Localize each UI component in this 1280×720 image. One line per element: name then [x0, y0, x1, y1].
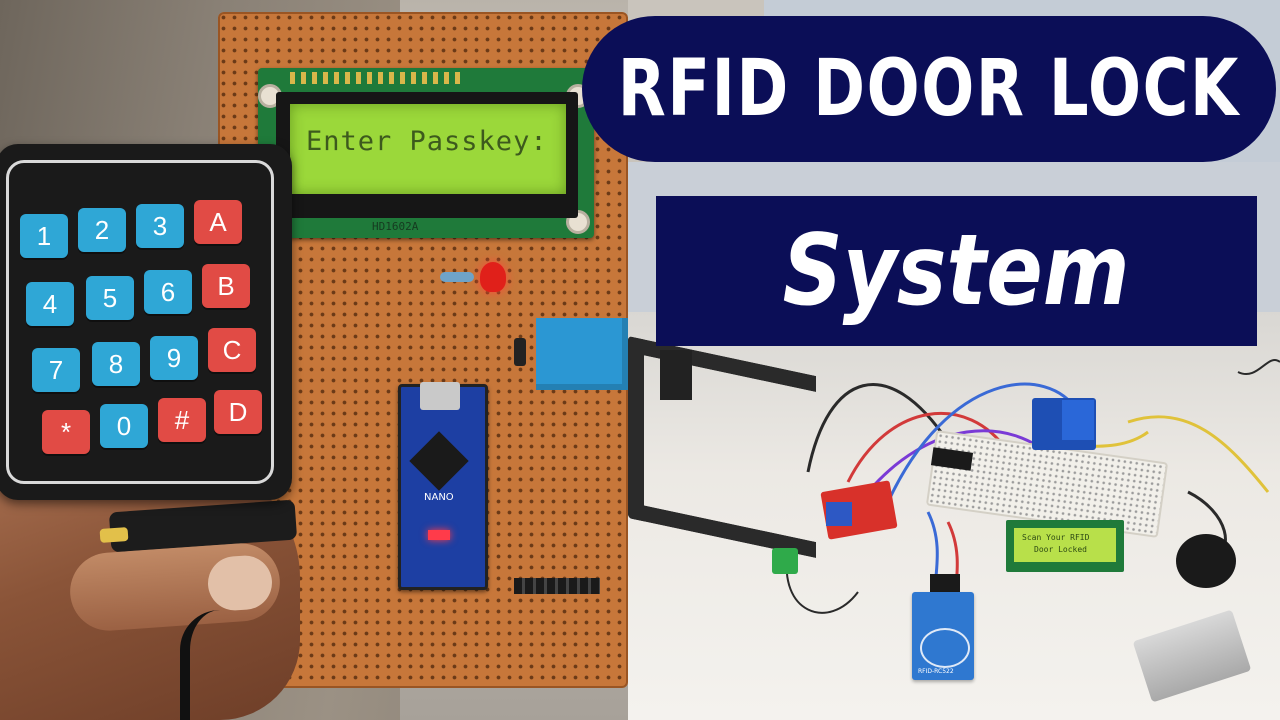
buzzer	[1176, 534, 1236, 588]
power-led	[428, 530, 450, 540]
lcd-text: Enter Passkey:	[306, 126, 548, 157]
keypad-key: 6	[144, 270, 192, 314]
keypad-key: D	[214, 390, 262, 434]
lcd-model-label: HD1602A	[372, 220, 419, 233]
relay-module	[536, 318, 628, 390]
small-lcd-screen	[1014, 528, 1116, 562]
relay-cube	[1062, 400, 1094, 440]
keypad-key: 0	[100, 404, 148, 448]
title-line-2: System	[782, 214, 1130, 328]
small-lcd-line-2: Door Locked	[1034, 545, 1087, 554]
keypad-key: B	[202, 264, 250, 308]
door-arm	[660, 350, 692, 400]
keypad-key: 4	[26, 282, 74, 326]
header-pins	[514, 578, 600, 594]
usb-port	[420, 382, 460, 410]
title-banner-top: RFID DOOR LOCK	[582, 16, 1276, 162]
red-led	[480, 262, 506, 292]
rfid-antenna	[920, 628, 970, 668]
keypad-key: 2	[78, 208, 126, 252]
keypad-key: *	[42, 410, 90, 454]
keypad-key: A	[194, 200, 242, 244]
lcd-header-pins	[290, 72, 460, 84]
keypad-key: 5	[86, 276, 134, 320]
rfid-label: RFID-RC522	[918, 668, 954, 675]
title-line-1: RFID DOOR LOCK	[617, 44, 1241, 134]
mount-hole	[566, 210, 590, 234]
dc-plug-tip	[99, 527, 129, 543]
keypad-key: 7	[32, 348, 80, 392]
lcd-screen	[290, 104, 566, 194]
arduino-nano	[398, 384, 488, 590]
terminal-block	[826, 502, 852, 526]
power-cable	[180, 610, 280, 720]
keypad-key: 8	[92, 342, 140, 386]
resistor	[440, 272, 474, 282]
diode	[514, 338, 526, 366]
keypad-border	[6, 160, 274, 484]
keypad-key: C	[208, 328, 256, 372]
green-terminal	[772, 548, 798, 574]
keypad-key: 3	[136, 204, 184, 248]
arduino-label: NANO	[424, 492, 454, 503]
small-lcd-line-1: Scan Your RFID	[1022, 533, 1090, 542]
keypad-key: 1	[20, 214, 68, 258]
keypad-key: 9	[150, 336, 198, 380]
rfid-header	[930, 574, 960, 596]
keypad-key: #	[158, 398, 206, 442]
title-banner-bottom: System	[656, 196, 1257, 346]
